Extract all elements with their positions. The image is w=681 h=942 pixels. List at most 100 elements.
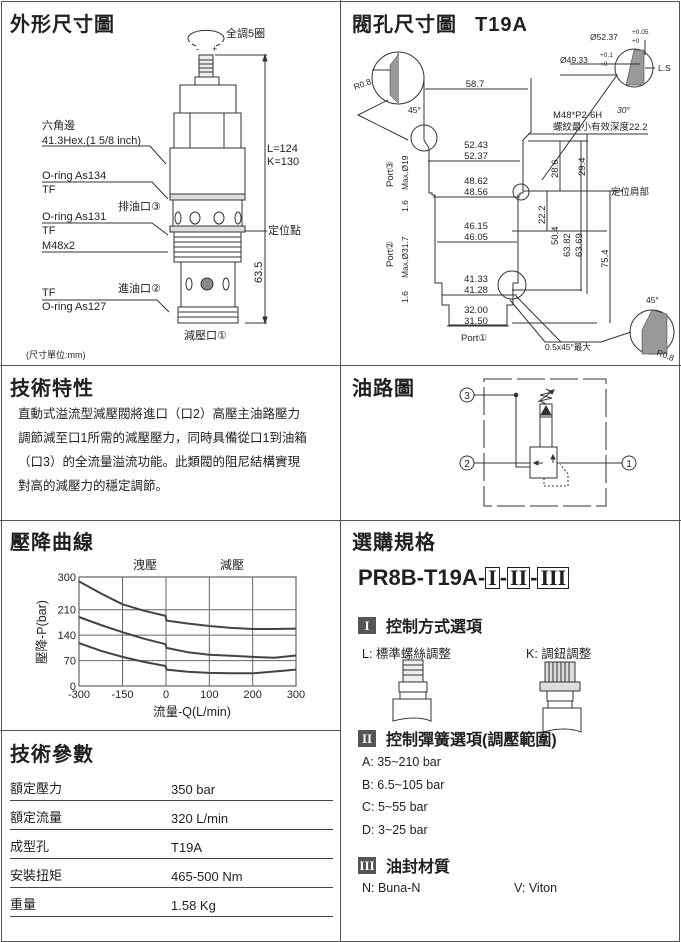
hex-size-label: 41.3Hex.(1 5/8 inch) (42, 135, 141, 147)
x-axis-label: 流量-Q(L/min) (153, 705, 231, 719)
port1-marker: 1 (626, 459, 632, 470)
model-code-box-1: I (485, 567, 500, 589)
description-line: 調節減至口1所需的減壓壓力，同時具備從口1到油箱 (18, 431, 307, 445)
curve-title: 壓降曲線 (10, 532, 94, 554)
y-tick-label: 210 (58, 605, 76, 617)
tf-bottom-label: TF (42, 287, 56, 299)
param-label: 額定壓力 (10, 781, 63, 796)
dia-inner-tol-plus: +0.1 (600, 52, 613, 59)
port2-marker: 2 (464, 459, 470, 470)
param-row: 重量 1.58 Kg (10, 890, 333, 917)
model-code-box-2: II (507, 567, 531, 589)
seal-option-v: V: Viton (514, 881, 558, 895)
x-tick-label: 200 (243, 689, 261, 701)
param-value: 1.58 Kg (171, 898, 216, 913)
dia-inner-tol-minus: +0 (600, 61, 608, 68)
model-separator: - (499, 565, 508, 590)
model-code: PR8B-T19A-I-II-III (358, 565, 570, 591)
y-axis-label: 壓降-P(bar) (35, 600, 49, 664)
series-line-upper (78, 580, 297, 630)
gap2-label: 1.6 (400, 291, 410, 303)
x-tick-label: -300 (68, 689, 90, 701)
model-separator: - (477, 565, 486, 590)
port3-max: Max.Ø19 (400, 155, 410, 190)
param-label: 重量 (10, 897, 37, 912)
angle-45-top: 45° (408, 105, 421, 115)
knob-adjust-icon (539, 661, 582, 733)
adjust-arrow-icon (187, 29, 225, 43)
hex-label: 六角邊 (42, 118, 75, 132)
dim-63-69: 63.69 (574, 233, 585, 257)
section-title: 控制彈簧選項(調壓範圍) (386, 732, 557, 749)
thread-label: M48x2 (42, 240, 75, 252)
x-tick-label: 300 (287, 689, 305, 701)
option-k: K: 調鈕調整 (526, 647, 592, 661)
dim-48-56: 48.56 (464, 187, 488, 198)
spring-option-b: B: 6.5~105 bar (362, 778, 445, 792)
unit-note: (尺寸單位:mm) (26, 349, 86, 360)
plus-sign: + (212, 44, 217, 54)
spring-option-c: C: 5~55 bar (362, 800, 428, 814)
model-separator: - (530, 565, 538, 590)
cavity-title-text: 閥孔尺寸圖 (352, 14, 457, 36)
oring-bottom-label: O-ring As127 (42, 301, 106, 313)
ls-label: L.S (658, 63, 671, 73)
param-label: 額定流量 (10, 810, 63, 825)
port3-label: Port③ (385, 161, 396, 187)
features-description: 直動式溢流型減壓閥將進口（口2）高壓主油路壓力 調節減至口1所需的減壓壓力，同時… (18, 402, 307, 498)
region-label-relief: 洩壓 (133, 558, 157, 572)
shoulder-label: 定位肩部 (611, 186, 649, 198)
dim-41-28: 41.28 (464, 285, 488, 296)
param-label: 安裝扭矩 (10, 868, 63, 883)
numeral-badge: III (358, 856, 376, 874)
param-value: 350 bar (171, 782, 216, 797)
dim-46-15: 46.15 (464, 221, 488, 232)
section-title: 控制方式選項 (386, 619, 483, 636)
dim-75-4: 75.4 (600, 250, 611, 269)
description-line: 直動式溢流型減壓閥將進口（口2）高壓主油路壓力 (18, 407, 300, 421)
chamfer-label: 0.5x45°最大 (545, 342, 591, 352)
circuit-title: 油路圖 (352, 378, 415, 400)
port2-label: Port② (385, 241, 396, 267)
drain-port-label: 排油口③ (118, 199, 161, 213)
x-tick-label: -150 (111, 689, 133, 701)
outline-drawing: 全調5圈 - + 六角邊 41.3Hex.(1 5/8 inch) O-ring… (26, 26, 301, 360)
spring-option-d: D: 3~25 bar (362, 823, 428, 837)
region-label-reducing: 減壓 (220, 557, 244, 572)
dim-52-43: 52.43 (464, 140, 488, 151)
port3-marker: 3 (464, 391, 470, 402)
dim-22-2: 22.2 (537, 206, 548, 225)
tf-top-label: TF (42, 184, 56, 196)
param-value: 320 L/min (171, 811, 229, 826)
param-value: 465-500 Nm (171, 869, 243, 884)
y-tick-label: 300 (58, 572, 76, 584)
dim-48-62: 48.62 (464, 176, 488, 187)
screw-adjust-icon (392, 659, 432, 722)
circuit-diagram: 3 2 1 (459, 378, 637, 507)
thread-spec: M48*P2-6H (553, 110, 602, 121)
dim-lower-label: 63.5 (253, 262, 265, 283)
dim-41-33: 41.33 (464, 274, 488, 285)
length-l-label: L=124 (267, 143, 298, 155)
param-label: 成型孔 (10, 839, 50, 854)
dia-outer-tol-plus: +0.05 (632, 29, 649, 36)
param-row: 安裝扭矩 465-500 Nm (10, 861, 333, 888)
dim-52-37: 52.37 (464, 151, 488, 162)
model-code-box-3: III (537, 567, 570, 589)
outline-title: 外形尺寸圖 (10, 14, 115, 36)
x-tick-label: 0 (163, 689, 169, 701)
dim-63-82: 63.82 (562, 233, 573, 257)
dia-inner: Ø49.33 (560, 55, 588, 65)
reduced-port-label: 減壓口① (184, 328, 227, 342)
series-line-middle (78, 616, 297, 659)
y-tick-label: 0 (70, 681, 76, 693)
oring-mid-label: O-ring As131 (42, 211, 106, 223)
port2-max: Max.Ø31.7 (400, 236, 410, 278)
gap1-label: 1.6 (400, 200, 410, 212)
row-divider (0, 730, 340, 731)
